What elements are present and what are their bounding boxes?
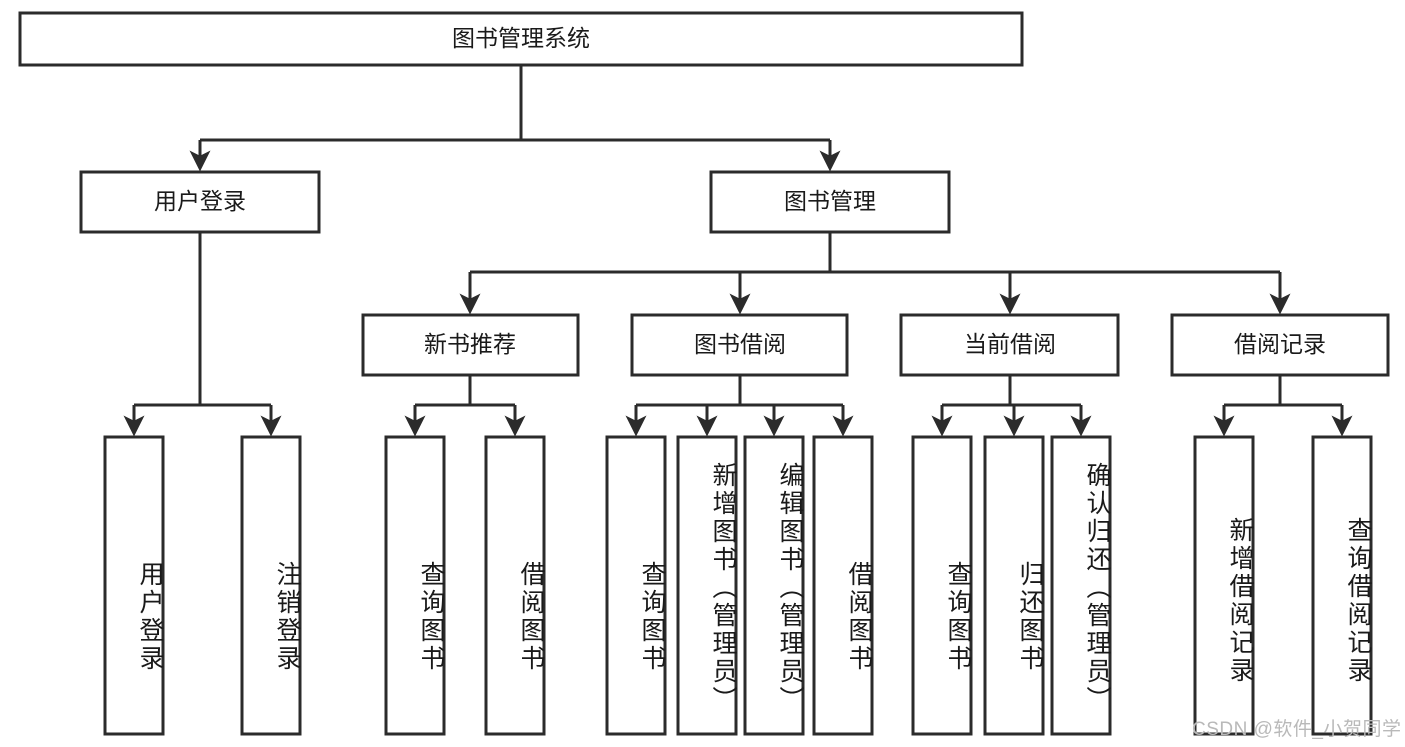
node-borrow-record-box [1170,313,1390,377]
edge-group-root-to-level2 [189,65,841,172]
leaf-box-add-book[interactable] [676,435,738,736]
leaf-box-borrow-book-2[interactable] [812,435,874,736]
node-new-book-recommend[interactable]: 新书推荐 [361,313,580,377]
leaf-boxes [103,435,1373,736]
leaf-box-borrow-book-1[interactable] [484,435,546,736]
node-user-login[interactable]: 用户登录 [79,170,321,234]
node-book-manage-box [709,170,951,234]
edge-group-userlogin-to-leaves [123,232,282,437]
leaf-box-query-record[interactable] [1311,435,1373,736]
node-book-manage[interactable]: 图书管理 [709,170,951,234]
node-user-login-box [79,170,321,234]
node-borrow-record-label: 借阅记录 [1234,331,1326,357]
node-root-box [18,11,1024,67]
node-new-book-recommend-box [361,313,580,377]
edge-group-bookborrow-to-leaves [625,375,854,437]
leaf-box-query-book-2[interactable] [605,435,667,736]
node-book-borrow-label: 图书借阅 [694,331,786,357]
node-current-borrow-box [899,313,1120,377]
node-borrow-record[interactable]: 借阅记录 [1170,313,1390,377]
edge-group-newbookrec-to-leaves [404,375,526,437]
node-user-login-label: 用户登录 [154,188,246,214]
node-book-borrow[interactable]: 图书借阅 [630,313,849,377]
edge-group-borrowrecord-to-leaves [1213,375,1353,437]
leaf-box-confirm-return[interactable] [1050,435,1112,736]
leaf-box-add-record[interactable] [1193,435,1255,736]
leaf-box-edit-book[interactable] [743,435,805,736]
leaf-box-logout[interactable] [240,435,302,736]
leaf-box-query-book-3[interactable] [911,435,973,736]
leaf-box-return-book[interactable] [983,435,1045,736]
node-root-label: 图书管理系统 [452,25,590,51]
leaf-box-query-book-1[interactable] [384,435,446,736]
node-book-borrow-box [630,313,849,377]
leaf-box-user-login[interactable] [103,435,165,736]
node-current-borrow[interactable]: 当前借阅 [899,313,1120,377]
node-root[interactable]: 图书管理系统 [18,11,1024,67]
node-current-borrow-label: 当前借阅 [964,331,1056,357]
edge-group-bookmanage-to-level3 [459,232,1291,315]
csdn-watermark: CSDN @软件_小贺同学 [1192,719,1402,740]
node-book-manage-label: 图书管理 [784,188,876,214]
edge-group-currentborrow-to-leaves [931,375,1092,437]
node-new-book-recommend-label: 新书推荐 [424,331,516,357]
